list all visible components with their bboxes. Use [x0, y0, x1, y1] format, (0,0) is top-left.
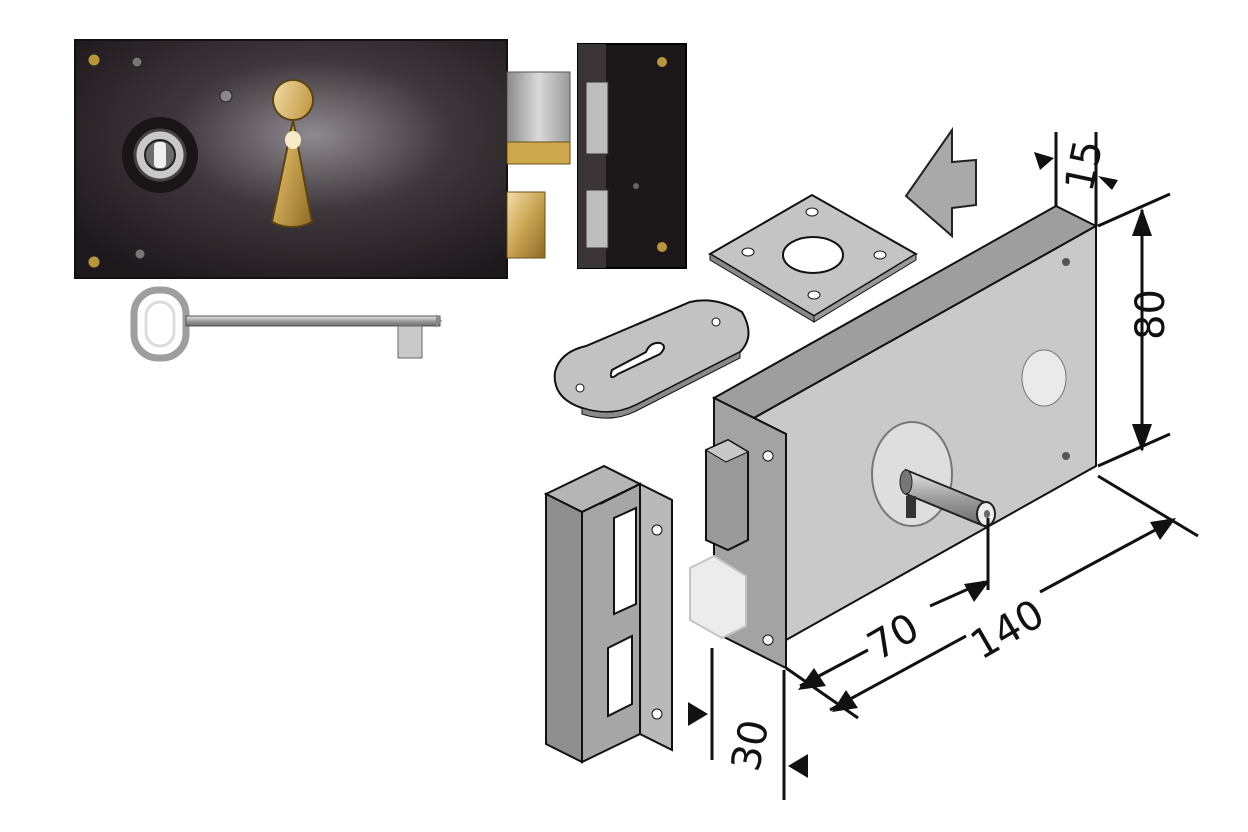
drawing-latch	[689, 554, 747, 640]
lock-keeper	[577, 43, 687, 269]
screw-icon	[87, 53, 101, 67]
key-icon	[130, 286, 442, 362]
dimension-label-140: 140	[963, 591, 1052, 669]
screw-icon	[134, 248, 146, 260]
logo-badge	[1021, 349, 1067, 407]
escutcheon-plate	[553, 299, 750, 419]
dimension-lines	[688, 132, 1199, 800]
dimension-label-80: 80	[1128, 289, 1174, 340]
screw-icon	[219, 89, 233, 103]
lock-latch	[506, 191, 546, 259]
lock-case-drawing	[689, 204, 1099, 670]
lock-photo	[74, 39, 687, 279]
keeper-drawing	[543, 464, 673, 764]
screw-icon	[131, 56, 143, 68]
dimension-label-15: 15	[1057, 136, 1113, 195]
keyhole-icon	[609, 341, 665, 379]
square-rosette-plate	[708, 193, 918, 323]
dimension-label-70: 70	[860, 605, 927, 670]
lock-technical-drawing: 15 80 70 140 30	[543, 126, 1199, 800]
cylinder-icon	[122, 117, 198, 193]
left-arrow-with-bars-icon	[904, 126, 977, 239]
spindle-pin	[899, 468, 996, 528]
keyhole-icon	[270, 79, 314, 228]
screw-icon	[87, 255, 101, 269]
dimension-label-30: 30	[723, 716, 779, 775]
